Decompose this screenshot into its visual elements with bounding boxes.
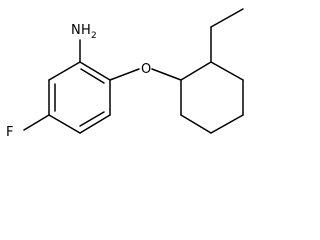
amine-label-n: N bbox=[71, 23, 81, 38]
fluorine-label: F bbox=[6, 125, 13, 140]
ring-bond-c4-c5 bbox=[48, 114, 81, 134]
ethyl-bond-ch3 bbox=[210, 8, 244, 28]
cyclo-bond-5 bbox=[180, 114, 212, 134]
ether-oxygen-label: O bbox=[141, 62, 151, 77]
cyclohexane-ring bbox=[180, 61, 244, 134]
benzene-ring bbox=[48, 61, 111, 134]
chemical-structure: N H 2 O F bbox=[6, 8, 244, 140]
cyclo-bond-1 bbox=[180, 61, 212, 81]
ring-double-bond-c1-c2 bbox=[80, 68, 105, 84]
ring-bond-c3-c4 bbox=[79, 114, 111, 134]
bond-oxygen-to-cyclohexyl bbox=[151, 68, 182, 81]
amine-label-subscript: 2 bbox=[91, 31, 97, 41]
cyclo-bond-4 bbox=[210, 114, 244, 134]
bond-ring-to-fluorine bbox=[23, 114, 50, 131]
amine-label-h: H bbox=[81, 23, 91, 38]
ring-bond-c6-c1 bbox=[48, 61, 81, 81]
ring-bond-c1-c2 bbox=[79, 61, 111, 81]
ring-double-bond-c3-c4 bbox=[79, 111, 105, 127]
cyclo-bond-2 bbox=[210, 61, 244, 81]
bond-ring-to-oxygen bbox=[109, 68, 140, 81]
